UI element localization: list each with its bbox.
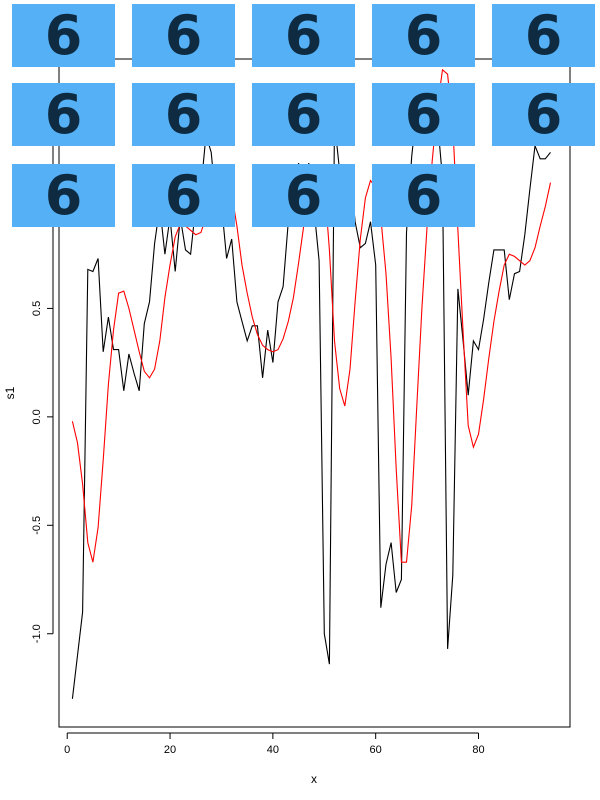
digit-thumbnail: 6 (372, 164, 475, 227)
digit-glyph: 6 (44, 4, 83, 67)
y-tick-label: 0.0 (31, 409, 43, 424)
y-axis-title: s1 (3, 386, 17, 399)
digit-thumbnail: 6 (132, 83, 235, 146)
digit-glyph: 6 (284, 4, 323, 67)
x-tick-label: 40 (267, 744, 279, 756)
y-tick-label: -1.0 (31, 624, 43, 643)
y-tick-label: -0.5 (31, 516, 43, 535)
digit-thumbnail: 6 (132, 164, 235, 227)
x-tick-label: 0 (64, 744, 70, 756)
digit-glyph: 6 (404, 83, 443, 146)
digit-glyph: 6 (284, 83, 323, 146)
digit-glyph: 6 (164, 164, 203, 227)
digit-thumbnail: 6 (492, 4, 595, 67)
x-axis-title: x (311, 772, 317, 786)
digit-glyph: 6 (44, 164, 83, 227)
digit-glyph: 6 (164, 4, 203, 67)
digit-thumbnail: 6 (12, 83, 115, 146)
digit-glyph: 6 (524, 4, 563, 67)
x-tick-label: 80 (472, 744, 484, 756)
digit-thumbnail: 6 (372, 83, 475, 146)
x-axis: 0 20 40 60 80 (64, 732, 485, 756)
x-tick-label: 20 (164, 744, 176, 756)
digit-glyph: 6 (404, 164, 443, 227)
digit-thumbnail: 6 (12, 164, 115, 227)
digit-thumbnail: 6 (252, 83, 355, 146)
digit-glyph: 6 (524, 83, 563, 146)
digit-glyph: 6 (404, 4, 443, 67)
plot-frame (58, 58, 571, 728)
digit-thumbnail: 6 (252, 164, 355, 227)
digit-thumbnail: 6 (132, 4, 235, 67)
y-tick-label: 0.5 (31, 301, 43, 316)
digit-thumbnail: 6 (12, 4, 115, 67)
digit-thumbnail: 6 (252, 4, 355, 67)
digit-glyph: 6 (284, 164, 323, 227)
x-tick-label: 60 (370, 744, 382, 756)
digit-thumbnail: 6 (372, 4, 475, 67)
digit-glyph: 6 (44, 83, 83, 146)
digit-thumbnail: 6 (492, 83, 595, 146)
digit-glyph: 6 (164, 83, 203, 146)
